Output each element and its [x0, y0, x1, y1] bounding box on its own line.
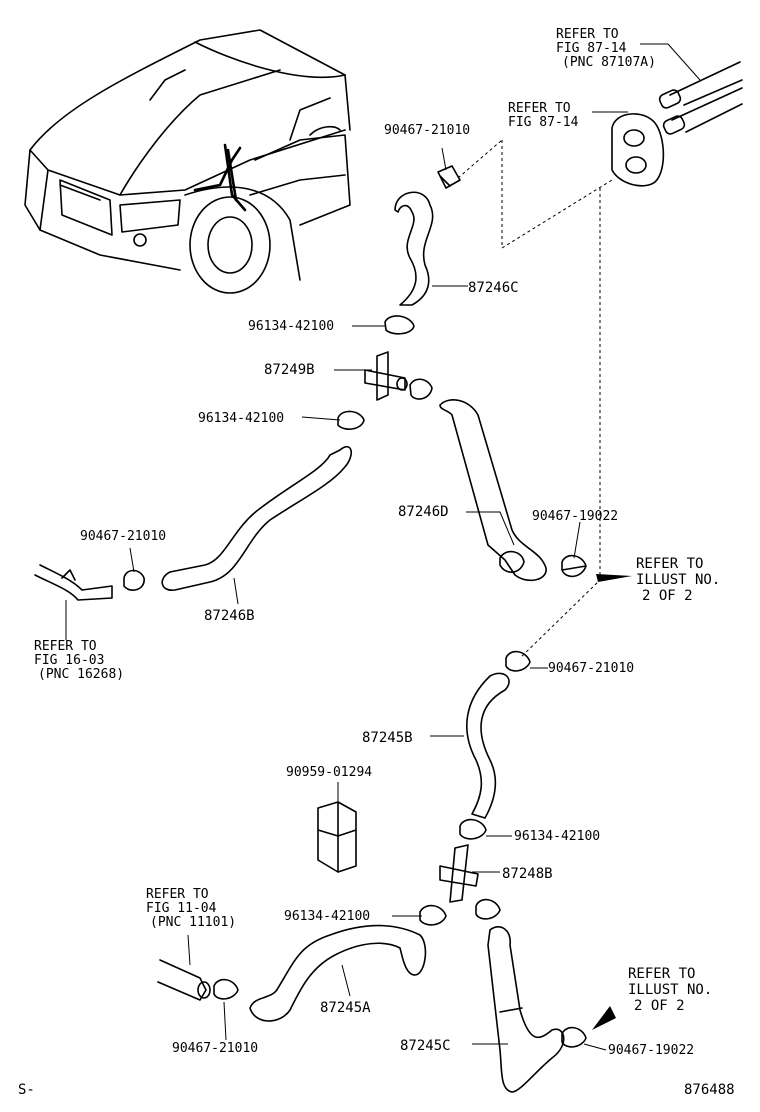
- diagram-number: 876488: [684, 1082, 735, 1098]
- arrow-right-icon: [596, 574, 632, 582]
- ref-top-mid-2: FIG 87-14: [508, 115, 579, 130]
- label-96134-42100-b: 96134-42100: [198, 411, 284, 426]
- ref-illust-upper-2: ILLUST NO.: [636, 572, 720, 588]
- label-87245C: 87245C: [400, 1038, 451, 1054]
- label-90467-21010-mid: 90467-21010: [548, 661, 634, 676]
- label-90959-01294: 90959-01294: [286, 765, 372, 780]
- clamp-96134-d: [419, 904, 447, 926]
- ref-illust-upper-1: REFER TO: [636, 556, 703, 572]
- hose-87245A: [249, 924, 427, 1022]
- label-87245A: 87245A: [320, 1000, 371, 1016]
- label-87249B: 87249B: [264, 362, 315, 378]
- label-96134-42100-c: 96134-42100: [514, 829, 600, 844]
- clamp-90467-21010-left: [123, 569, 145, 591]
- clamp-90467-21010-mid: [505, 650, 531, 672]
- ref-top-right-1: REFER TO: [556, 27, 619, 42]
- ref-illust-lower-2: ILLUST NO.: [628, 982, 712, 998]
- label-87246B: 87246B: [204, 608, 255, 624]
- hose-87246C: [394, 191, 434, 306]
- clamp-90467-21010-low: [213, 978, 239, 1000]
- joint-87248B: [439, 844, 479, 903]
- ref-left-low-2: FIG 11-04: [146, 901, 217, 916]
- ref-top-mid-1: REFER TO: [508, 101, 571, 116]
- clamp-96134-c: [459, 818, 487, 840]
- ref-illust-upper-3: 2 OF 2: [642, 588, 693, 604]
- bracket-90959-01294: [317, 801, 357, 873]
- hose-87245B: [466, 672, 510, 819]
- label-90467-21010-top: 90467-21010: [384, 123, 470, 138]
- clamp-90467-19022-lower: [561, 1026, 587, 1048]
- vehicle-illustration: [24, 29, 351, 294]
- label-90467-19022-lower: 90467-19022: [608, 1043, 694, 1058]
- ref-left-mid-2: FIG 16-03: [34, 653, 104, 668]
- ref-illust-lower-1: REFER TO: [628, 966, 695, 982]
- labels: REFER TO FIG 87-14 (PNC 87107A) REFER TO…: [18, 27, 735, 1098]
- ref-left-low-3: (PNC 11101): [150, 915, 236, 930]
- clamp-90467-21010-top: [437, 165, 461, 189]
- label-90467-21010-low: 90467-21010: [172, 1041, 258, 1056]
- clamp-90467-19022-upper: [561, 554, 587, 578]
- ref-left-mid-1: REFER TO: [34, 639, 97, 654]
- label-90467-21010-left: 90467-21010: [80, 529, 166, 544]
- label-96134-42100-d: 96134-42100: [284, 909, 370, 924]
- label-87245B: 87245B: [362, 730, 413, 746]
- arrow-up-right-icon: [592, 1006, 616, 1030]
- ref-left-low-1: REFER TO: [146, 887, 209, 902]
- label-87246C: 87246C: [468, 280, 519, 296]
- joint-87249B: [364, 351, 408, 401]
- leader-lines: [65, 43, 701, 1051]
- label-87246D: 87246D: [398, 504, 449, 520]
- label-90467-19022-upper: 90467-19022: [532, 509, 618, 524]
- label-96134-42100-a: 96134-42100: [248, 319, 334, 334]
- ref-illust-lower-3: 2 OF 2: [634, 998, 685, 1014]
- hose-87245C: [487, 926, 565, 1093]
- ref-top-right-3: (PNC 87107A): [562, 55, 656, 70]
- ref-top-right-2: FIG 87-14: [556, 41, 627, 56]
- label-87248B: 87248B: [502, 866, 553, 882]
- footer-left-code: S-: [18, 1082, 35, 1098]
- hose-87246B: [161, 445, 352, 591]
- clamp-96134-joint: [409, 378, 433, 400]
- heater-pipes: [611, 61, 743, 187]
- clamp-96134-a: [384, 315, 415, 335]
- clamp-96134-b: [337, 410, 365, 430]
- ref-left-mid-3: (PNC 16268): [38, 667, 124, 682]
- hose-87246D: [439, 399, 547, 582]
